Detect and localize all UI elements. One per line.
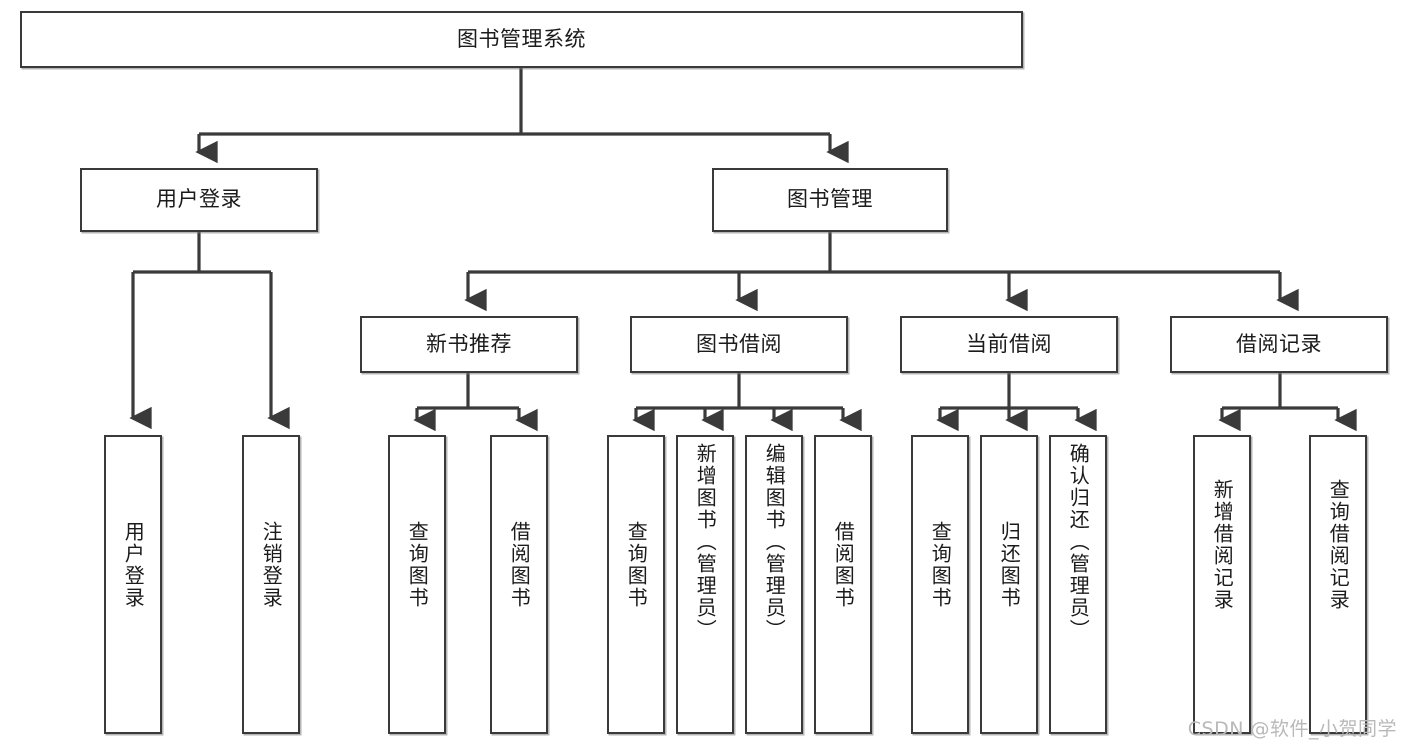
leaf-return-book[interactable]: 归还图书 [980, 435, 1038, 734]
node-user-login-label: 用户登录 [156, 187, 242, 212]
leaf-logout[interactable]: 注销登录 [242, 435, 300, 734]
leaf-add-book[interactable]: 新增图书（管理员） [676, 435, 734, 734]
node-book-borrow[interactable]: 图书借阅 [630, 316, 848, 373]
node-borrow-record-label: 借阅记录 [1236, 331, 1322, 356]
node-book-manage[interactable]: 图书管理 [712, 168, 948, 232]
leaf-query-book-3-label: 查询图书 [928, 521, 953, 609]
leaf-user-login-label: 用户登录 [121, 521, 146, 609]
node-new-book-recommend[interactable]: 新书推荐 [360, 316, 578, 373]
leaf-borrow-book-1[interactable]: 借阅图书 [490, 435, 548, 734]
node-current-borrow-label: 当前借阅 [966, 331, 1052, 356]
leaf-return-book-label: 归还图书 [997, 521, 1022, 609]
leaf-confirm-return-label: 确认归还（管理员） [1066, 443, 1091, 641]
leaf-query-record[interactable]: 查询借阅记录 [1309, 435, 1367, 734]
leaf-query-book-3[interactable]: 查询图书 [911, 435, 969, 734]
leaf-query-book-2[interactable]: 查询图书 [607, 435, 665, 734]
leaf-borrow-book-2[interactable]: 借阅图书 [814, 435, 872, 734]
leaf-add-record[interactable]: 新增借阅记录 [1193, 435, 1251, 734]
node-root-label: 图书管理系统 [457, 26, 586, 51]
node-book-manage-label: 图书管理 [787, 187, 873, 212]
node-root[interactable]: 图书管理系统 [20, 11, 1023, 68]
leaf-confirm-return[interactable]: 确认归还（管理员） [1049, 435, 1107, 734]
node-current-borrow[interactable]: 当前借阅 [900, 316, 1118, 373]
leaf-query-book-2-label: 查询图书 [624, 521, 649, 609]
leaf-query-record-label: 查询借阅记录 [1326, 479, 1351, 611]
node-borrow-record[interactable]: 借阅记录 [1170, 316, 1388, 373]
leaf-logout-label: 注销登录 [259, 521, 284, 609]
leaf-borrow-book-2-label: 借阅图书 [831, 521, 856, 609]
leaf-add-record-label: 新增借阅记录 [1210, 479, 1235, 611]
node-user-login[interactable]: 用户登录 [80, 168, 318, 232]
node-book-borrow-label: 图书借阅 [696, 331, 782, 356]
leaf-query-book-1[interactable]: 查询图书 [388, 435, 446, 734]
leaf-query-book-1-label: 查询图书 [405, 521, 430, 609]
leaf-add-book-label: 新增图书（管理员） [693, 443, 718, 641]
leaf-edit-book-label: 编辑图书（管理员） [762, 443, 787, 641]
leaf-edit-book[interactable]: 编辑图书（管理员） [745, 435, 803, 734]
node-new-book-recommend-label: 新书推荐 [426, 331, 512, 356]
leaf-borrow-book-1-label: 借阅图书 [507, 521, 532, 609]
leaf-user-login[interactable]: 用户登录 [104, 435, 162, 734]
